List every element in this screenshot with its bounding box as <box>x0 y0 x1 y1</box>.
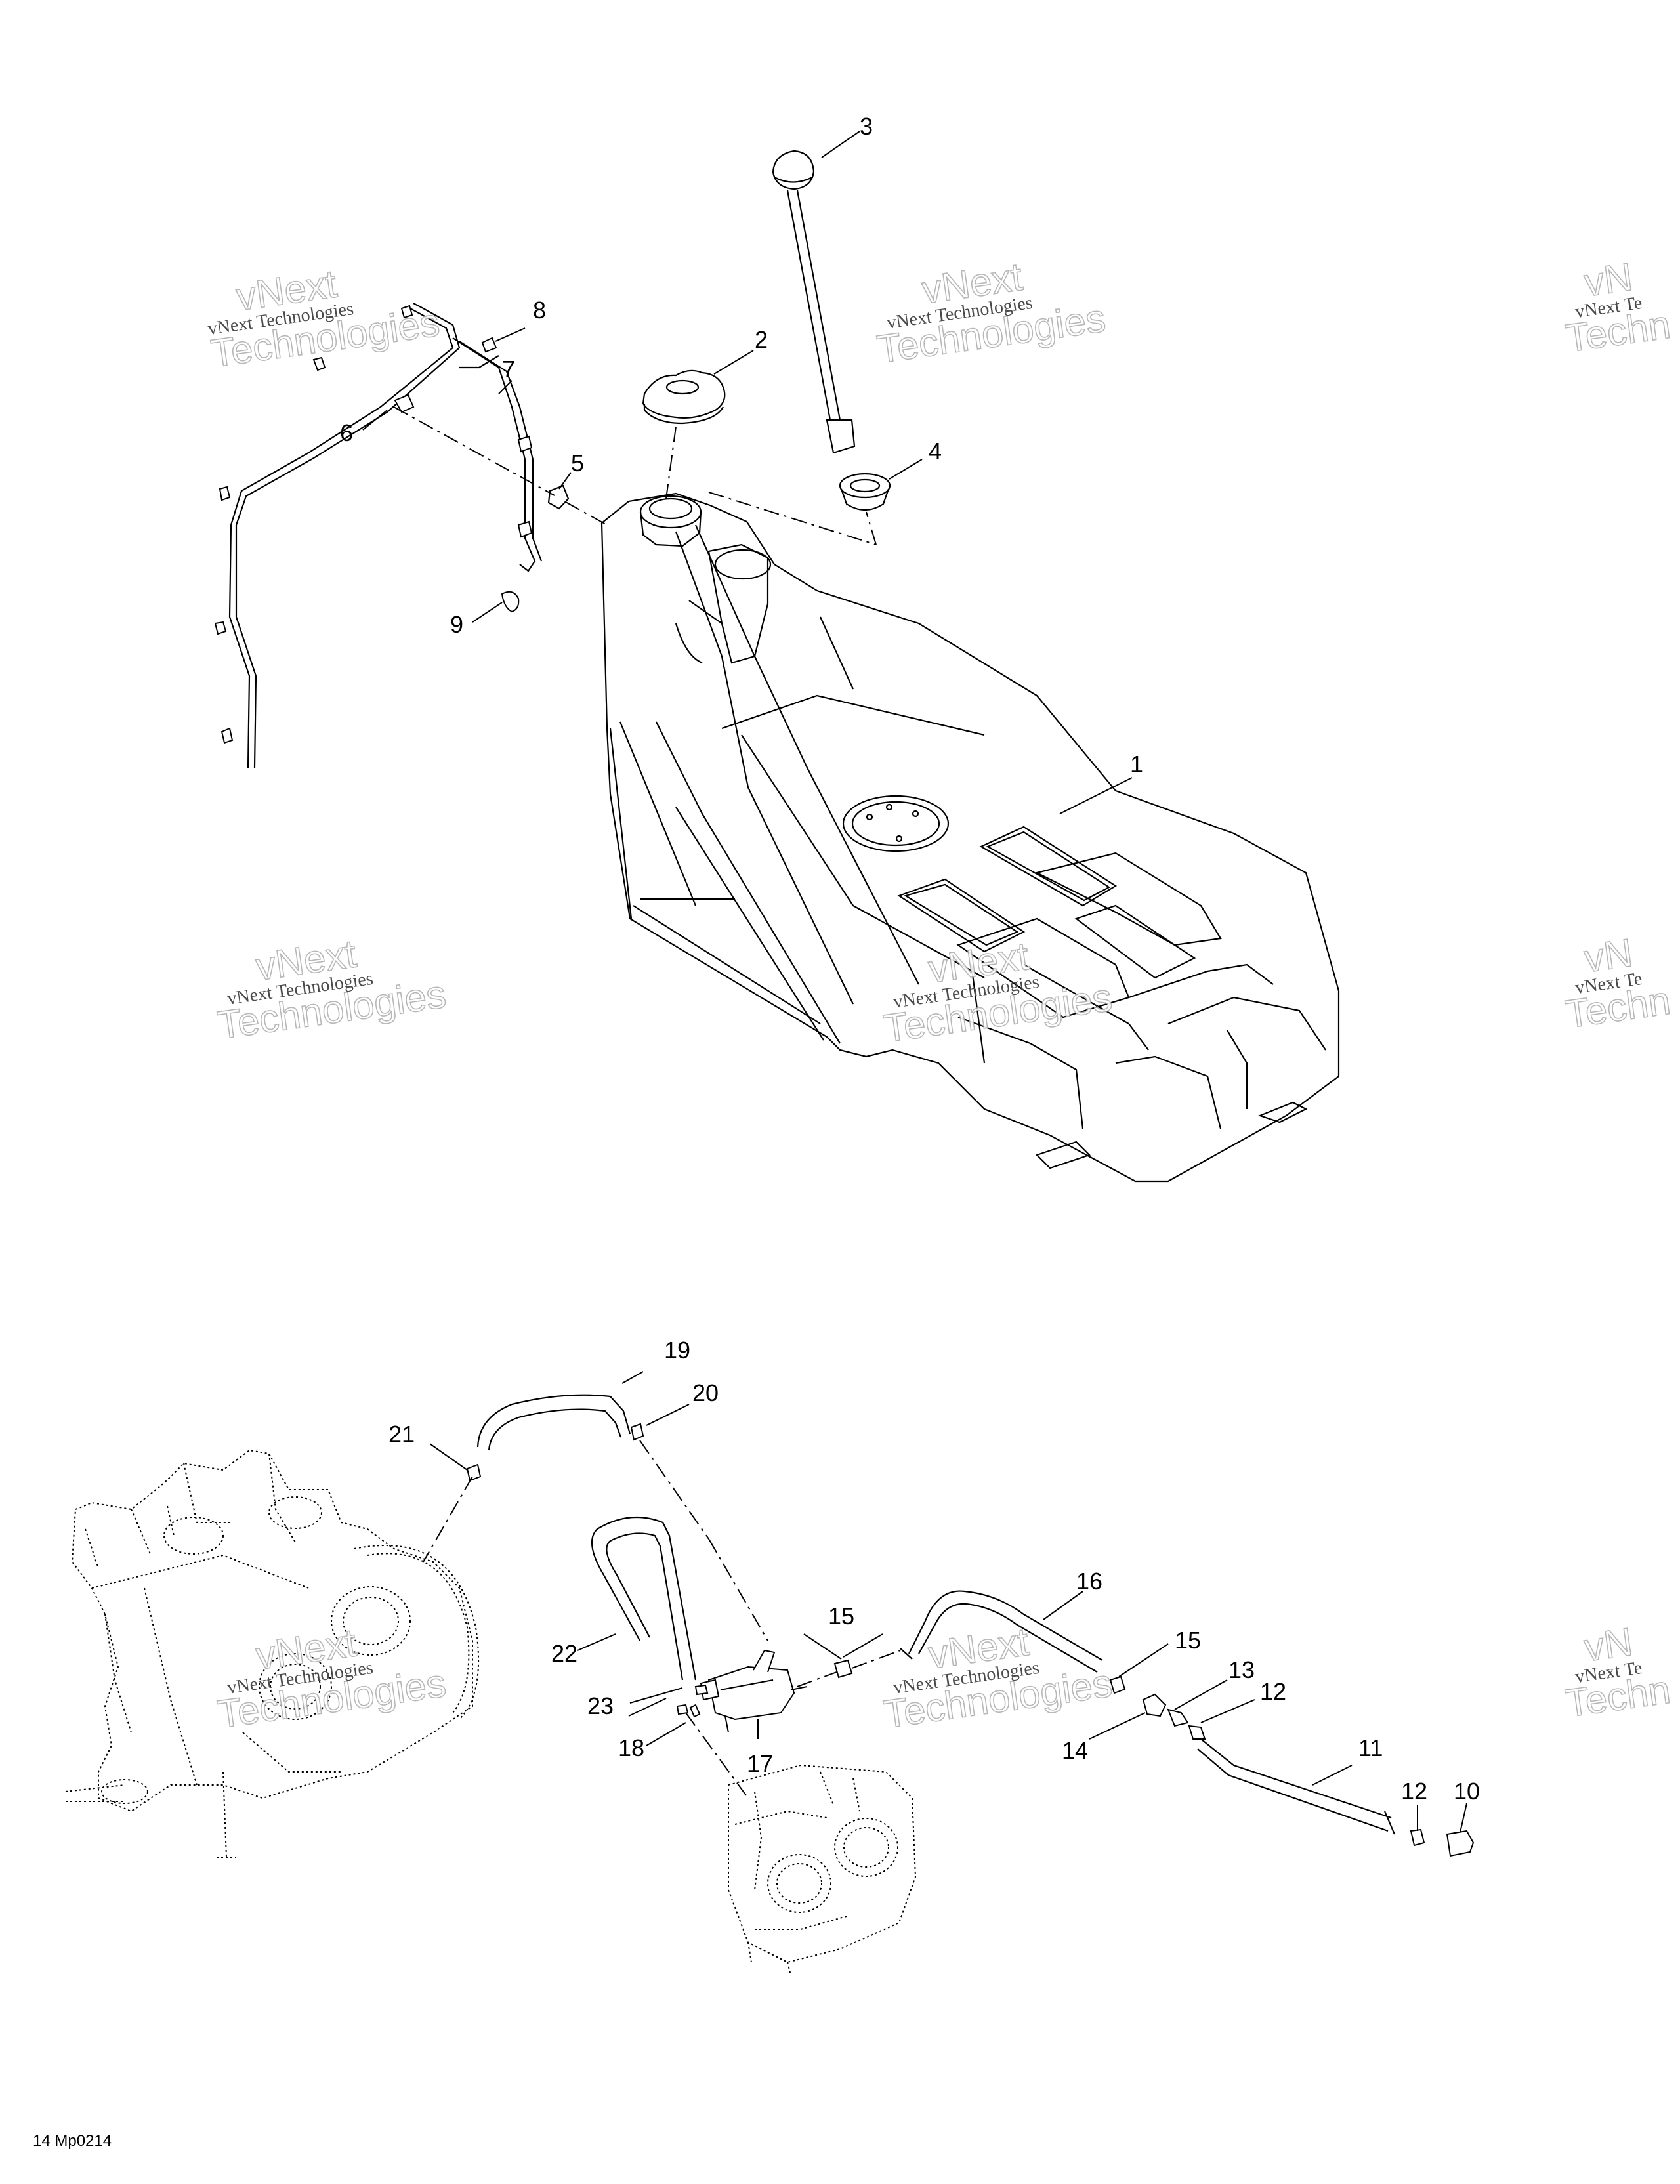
callout-3: 3 <box>860 113 873 140</box>
vent-hoses <box>230 303 541 768</box>
gauge-grommet <box>840 474 890 510</box>
fuel-fittings <box>467 1424 1473 1856</box>
callout-8: 8 <box>533 297 546 324</box>
callout-6: 6 <box>340 419 353 446</box>
callout-10: 10 <box>1454 1778 1480 1805</box>
reference-code: 14 Mp0214 <box>33 2132 112 2150</box>
callout-12-lower: 12 <box>1401 1778 1427 1805</box>
fuel-gauge <box>773 151 854 453</box>
fuel-tank <box>602 494 1339 1181</box>
fuel-cap <box>643 371 724 423</box>
callout-18: 18 <box>618 1734 644 1761</box>
callout-leaders <box>362 131 1467 1833</box>
callout-1: 1 <box>1130 751 1143 778</box>
callout-12-upper: 12 <box>1260 1678 1286 1705</box>
watermark-big: vN <box>1582 1620 1635 1670</box>
engine-phantom <box>66 1450 478 1857</box>
fuel-hoses <box>478 1395 1395 1834</box>
callout-15-right: 15 <box>1175 1627 1201 1654</box>
callout-20: 20 <box>692 1379 719 1406</box>
callout-5: 5 <box>571 450 584 476</box>
callout-numbers: 3 2 4 5 6 7 8 9 1 19 20 21 16 15 15 13 1… <box>340 113 1480 1805</box>
callout-19: 19 <box>664 1337 690 1364</box>
callout-11: 11 <box>1358 1734 1383 1761</box>
callout-13: 13 <box>1228 1656 1255 1683</box>
callout-17: 17 <box>747 1750 773 1777</box>
callout-16: 16 <box>1076 1568 1102 1595</box>
callout-21: 21 <box>388 1421 415 1448</box>
line-routing-center-lines <box>423 1440 1206 1799</box>
callout-14: 14 <box>1062 1737 1088 1764</box>
callout-2: 2 <box>755 326 768 353</box>
watermark-big: vN <box>1582 931 1635 981</box>
vent-fitting <box>549 486 568 509</box>
carburetors-phantom <box>728 1765 915 1975</box>
watermarks: vNext vNext Technologies Technologies vN… <box>207 254 1673 1737</box>
callout-23: 23 <box>587 1692 614 1719</box>
callout-9: 9 <box>450 611 463 638</box>
hose-clips <box>215 306 532 743</box>
callout-4: 4 <box>929 438 942 465</box>
assembly-center-lines <box>393 406 877 545</box>
callout-22: 22 <box>551 1640 578 1667</box>
callout-7: 7 <box>502 356 515 383</box>
callout-15-left: 15 <box>828 1603 854 1629</box>
watermark-big: vN <box>1582 255 1635 305</box>
